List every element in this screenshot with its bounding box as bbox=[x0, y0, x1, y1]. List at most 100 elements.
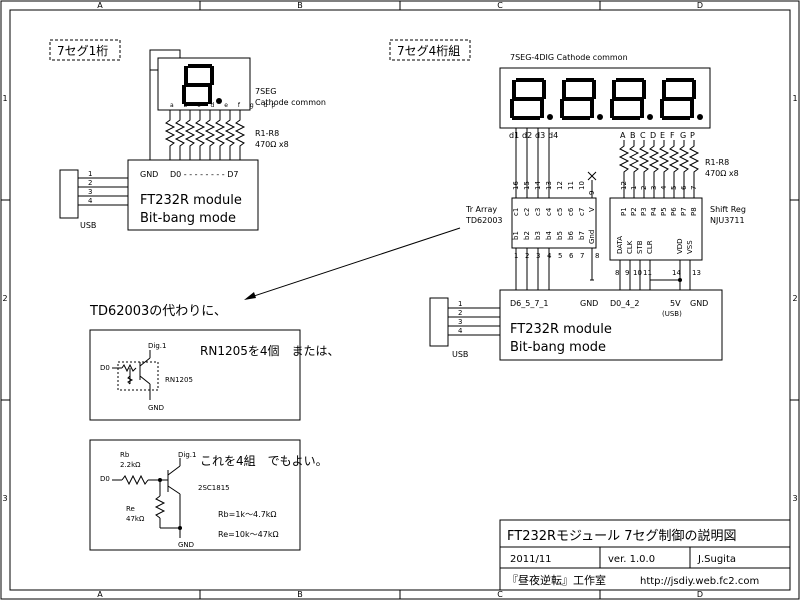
sr-top-label-p4: P4 bbox=[650, 207, 658, 216]
section-label-4digit: 7セグ4桁組 bbox=[397, 44, 460, 58]
col-label-c-bottom: C bbox=[497, 590, 503, 599]
tr-bot-pin-5: 5 bbox=[558, 252, 562, 260]
tr-bot-label-b7: b7 bbox=[578, 231, 586, 240]
seg4-usb-connector bbox=[429, 297, 449, 347]
seg4-module-line1: FT232R module bbox=[510, 322, 612, 337]
sr-top-label-p5: P5 bbox=[660, 207, 668, 216]
tr-top-label-c1: c1 bbox=[512, 208, 520, 216]
seg4-seg-label-c: C bbox=[640, 131, 646, 140]
title-block-author: J.Sugita bbox=[697, 554, 736, 565]
seg4-ft-pins-left: D6_5_7_1 bbox=[510, 299, 549, 308]
tr-bot-pin-2: 2 bbox=[525, 252, 529, 260]
sr-top-label-p1: P1 bbox=[620, 207, 628, 216]
col-label-d: D bbox=[697, 1, 703, 10]
title-block-url: http://jsdiy.web.fc2.com bbox=[640, 576, 759, 587]
seg1-gnd-label: GND bbox=[140, 170, 158, 179]
col-label-d-bottom: D bbox=[697, 590, 703, 599]
seg1-usb-connector bbox=[59, 169, 79, 219]
sr-bot-label-clr: CLR bbox=[646, 240, 654, 254]
section-label-1digit: 7セグ1桁 bbox=[57, 44, 108, 58]
alt2-re-val: 47kΩ bbox=[126, 515, 145, 523]
tr-top-pin-12: 12 bbox=[556, 181, 564, 190]
section-label-box-4digit bbox=[389, 39, 471, 61]
sr-bot-pin-11: 11 bbox=[643, 269, 652, 277]
seg4-seg-label-g: G bbox=[680, 131, 686, 140]
seg4-usb-pin-2: 2 bbox=[458, 309, 462, 317]
alt2-dig: Dig.1 bbox=[178, 451, 196, 459]
tr-top-label-c2: c2 bbox=[523, 208, 531, 216]
seg4-ft-pins-mid: D0_4_2 bbox=[610, 299, 639, 308]
alt2-re: Re bbox=[126, 505, 135, 513]
alt1-gnd: GND bbox=[148, 404, 164, 412]
row-label-2: 2 bbox=[2, 294, 7, 303]
seg4-usb-wires bbox=[448, 307, 500, 336]
junction-dot bbox=[678, 278, 682, 282]
tr-top-pin-10: 10 bbox=[578, 181, 586, 190]
row-label-1-right: 1 bbox=[792, 94, 797, 103]
tr-nc-mark bbox=[587, 171, 597, 181]
sr-top-pin-4: 4 bbox=[660, 185, 668, 190]
tr-bot-label-b5: b5 bbox=[556, 231, 564, 240]
tr-bot-label-b1: b1 bbox=[512, 231, 520, 240]
seg4-ft-usb-note: (USB) bbox=[662, 310, 682, 318]
alt2-box bbox=[89, 439, 301, 551]
sr-top-pin-2: 2 bbox=[640, 186, 648, 190]
tr-array-name: Tr Array bbox=[465, 205, 497, 214]
tr-bot-label-b6: b6 bbox=[567, 231, 575, 240]
seg4-digit-label-4: d4 bbox=[548, 131, 558, 140]
title-block-version: ver. 1.0.0 bbox=[608, 554, 655, 565]
seg1-res-name: R1-R8 bbox=[255, 129, 279, 138]
tr-bot-label-b2: b2 bbox=[523, 231, 531, 240]
sr-bot-pin-14: 14 bbox=[672, 269, 681, 277]
seg1-usb-pin-3: 3 bbox=[88, 188, 92, 196]
sr-bot-label-clk: CLK bbox=[626, 240, 634, 254]
tr-top-pin-11: 11 bbox=[567, 181, 575, 190]
row-label-3: 3 bbox=[2, 494, 7, 503]
sr-top-pin-7: 7 bbox=[690, 186, 698, 190]
seg1-d0-d7-label: D0 - - - - - - - - D7 bbox=[170, 170, 238, 179]
row-label-3-right: 3 bbox=[792, 494, 797, 503]
sr-top-pin-5: 5 bbox=[670, 186, 678, 190]
alt1-rn1205-outline bbox=[117, 361, 159, 391]
sr-bot-pin-10: 10 bbox=[633, 269, 642, 277]
tr-top-pin-9: 9 bbox=[588, 191, 596, 195]
seg4-body bbox=[499, 67, 711, 129]
sr-top-label-p6: P6 bbox=[670, 207, 678, 216]
tr-bot-pin-4: 4 bbox=[547, 252, 552, 260]
sr-top-label-p3: P3 bbox=[640, 207, 648, 216]
tr-top-pin-15: 15 bbox=[523, 181, 531, 190]
title-block-title: FT232Rモジュール 7セグ制御の説明図 bbox=[507, 528, 737, 544]
sr-bot-pin-8: 8 bbox=[615, 269, 619, 277]
seg4-usb-pin-4: 4 bbox=[458, 327, 463, 335]
col-label-c: C bbox=[497, 1, 503, 10]
sr-top-pin-3: 3 bbox=[650, 186, 658, 190]
sr-bot-label-vss: VSS bbox=[686, 240, 694, 254]
seg4-ft-gnd2: GND bbox=[690, 299, 708, 308]
row-label-1: 1 bbox=[2, 94, 7, 103]
alt-note: TD62003の代わりに、 bbox=[89, 304, 227, 319]
alt2-d0: D0 bbox=[100, 475, 110, 483]
col-label-b-bottom: B bbox=[297, 590, 303, 599]
tr-array-pins bbox=[515, 175, 594, 290]
alt2-junction-base bbox=[158, 478, 162, 482]
tr-bot-pin-6: 6 bbox=[569, 252, 574, 260]
seg1-ft232r-module bbox=[127, 159, 259, 231]
shift-reg-part: NJU3711 bbox=[710, 216, 745, 225]
tr-bot-pin-8: 8 bbox=[595, 252, 599, 260]
seg1-usb-pin-4: 4 bbox=[88, 197, 93, 205]
seg1-common-wire bbox=[149, 49, 181, 71]
col-label-a-bottom: A bbox=[97, 590, 103, 599]
seg4-module-line2: Bit-bang mode bbox=[510, 340, 606, 355]
tr-top-label-c7: c7 bbox=[578, 208, 586, 216]
alt1-heading: RN1205を4個 または、 bbox=[200, 344, 340, 358]
alt2-re-range: Re=10k～47kΩ bbox=[218, 530, 279, 539]
seg1-pin-labels: a b c d e f g dp bbox=[170, 102, 279, 109]
seg4-ft-5v: 5V bbox=[670, 299, 681, 308]
title-block-org: 『昼夜逆転』工作室 bbox=[507, 573, 606, 587]
alt2-rb-range: Rb=1k～4.7kΩ bbox=[218, 510, 277, 519]
seg4-seg-label-f: F bbox=[670, 131, 675, 140]
tr-top-label-c6: c6 bbox=[567, 207, 575, 216]
